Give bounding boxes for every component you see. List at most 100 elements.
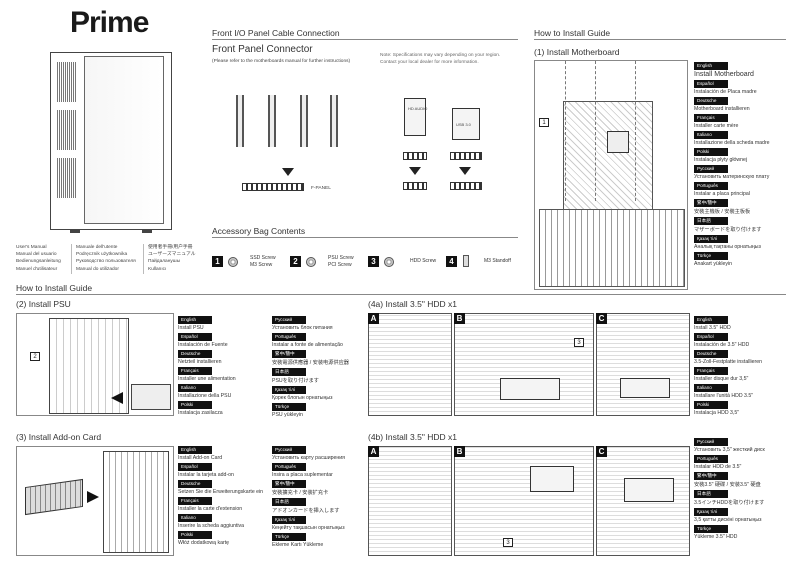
lang-tag: Русский [272, 446, 306, 454]
screw-icon [306, 257, 316, 267]
accessory-text: HDD Screw [410, 258, 437, 264]
lang-text: Installer carte mère [694, 122, 739, 129]
lang-tag: 日本語 [694, 216, 728, 225]
lang-tag: Français [694, 366, 728, 375]
accessory-heading: Accessory Bag Contents [212, 226, 306, 236]
lang-tag: Русский [694, 164, 728, 173]
lang-text: 安裝電源供應器 / 安装电源供应器 [272, 359, 349, 366]
lang-tag: Español [694, 332, 728, 341]
install-guide-heading-left: How to Install Guide [16, 283, 93, 293]
lang-text: Włóż dodatkową kartę [178, 539, 230, 546]
lang-tag: Deutsche [694, 349, 728, 358]
screw-icon [384, 257, 394, 267]
lang-tag: Türkçe [694, 524, 728, 533]
panel-label: C [596, 446, 607, 457]
lang-tag: Português [272, 332, 306, 341]
panel-label: B [454, 313, 465, 324]
motherboard-illustration [534, 60, 688, 290]
usb-label: USB 3.0 [456, 122, 471, 127]
accessory-num: 3 [368, 256, 379, 267]
lang-tag: Español [178, 332, 212, 341]
connector-subtitle: (Please refer to the motherboards manual… [212, 59, 351, 64]
panel-label: A [368, 313, 379, 324]
lang-text: Install Add-on Card [178, 454, 223, 461]
lang-text: 安裝主機板 / 安裝主板板 [694, 208, 751, 215]
panel-label: B [454, 446, 465, 457]
arrow-down-icon [282, 168, 294, 176]
hdd-b-title: (4b) Install 3.5" HDD x1 [368, 432, 457, 442]
lang-tag: Português [694, 454, 728, 463]
lang-tag: Español [694, 79, 728, 88]
lang-text: Inserire la scheda aggiuntiva [178, 522, 245, 529]
brand-title: Prime [70, 6, 149, 39]
callout-number: 1 [539, 118, 549, 127]
lang-text: Қорек блогын орнатыңыз [272, 394, 333, 401]
case-illustration [50, 52, 172, 233]
lang-text: 3.5インチHDDを取り付けます [694, 499, 765, 506]
lang-text: Ekleme Kartı Yükleme [272, 541, 324, 548]
connector-title: Front Panel Connector [212, 44, 313, 55]
lang-tag: Türkçe [272, 402, 306, 411]
lang-tag: Português [694, 181, 728, 190]
lang-text: PSU yükleyin [272, 411, 303, 418]
lang-tag: Français [694, 113, 728, 122]
accessory-text: SSD Screw M3 Screw [250, 255, 276, 268]
lang-text: Instalación de Placa madre [694, 88, 757, 95]
lang-text: Установить 3,5" жесткий диск [694, 446, 765, 453]
lang-text: Motherboard installieren [694, 105, 750, 112]
arrow-down-icon [459, 167, 471, 175]
lang-text: Instalar a placa principal [694, 190, 750, 197]
accessory-num: 1 [212, 256, 223, 267]
lang-tag: Қазақ тілі [272, 515, 306, 524]
screw-icon [228, 257, 238, 267]
lang-text: Installer une alimentation [178, 375, 236, 382]
panel-label: C [596, 313, 607, 324]
lang-tag: Polski [178, 400, 212, 409]
addon-illustration [16, 446, 174, 556]
lang-tag: 日本語 [694, 489, 728, 498]
lang-text: 3.5-Zoll-Festplatte installieren [694, 358, 763, 365]
lang-tag: Deutsche [178, 349, 212, 358]
psu-illustration [16, 313, 174, 416]
fpanel-header [242, 183, 304, 191]
lang-text: Instalar la tarjeta add-on [178, 471, 234, 478]
accessory-num: 2 [290, 256, 301, 267]
region-note: Note: Specifications may vary depending … [380, 53, 501, 66]
lang-text: Установить материнскую плату [694, 173, 770, 180]
lang-tag: 繁中/簡中 [272, 479, 306, 488]
hd-audio-label: HD AUDIO [408, 106, 428, 111]
lang-tag: Italiano [694, 130, 728, 139]
lang-text: 安裝擴充卡 / 安装扩充卡 [272, 489, 329, 496]
lang-text: Netzteil installieren [178, 358, 222, 365]
lang-text: Instalación de 3.5" HDD [694, 341, 750, 348]
lang-tag: 繁中/簡中 [694, 198, 728, 207]
lang-tag: Deutsche [694, 96, 728, 105]
lang-tag: Русский [694, 438, 728, 446]
usb-connector [452, 108, 480, 140]
manual-lang-1: User's Manual Manual del usuario Bedienu… [16, 245, 61, 272]
lang-text: Instalacja HDD 3,5" [694, 409, 740, 416]
hdd-a-title: (4a) Install 3.5" HDD x1 [368, 299, 457, 309]
lang-text: Installazione della PSU [178, 392, 232, 399]
lang-text: PSUを取り付けます [272, 377, 319, 384]
addon-title: (3) Install Add-on Card [16, 432, 102, 442]
lang-text: Кеңейту тақшасын орнатыңыз [272, 524, 345, 531]
lang-text: Install PSU [178, 324, 204, 331]
lang-text: Аналық тақтаны орнатыңыз [694, 243, 761, 250]
lang-tag: Español [178, 462, 212, 471]
lang-text: Установить блок питания [272, 324, 333, 331]
lang-tag: Қазақ тілі [694, 234, 728, 243]
lang-tag: Polski [694, 147, 728, 156]
hd-audio-connector [404, 98, 426, 136]
lang-text: Installer la carte d'extension [178, 505, 243, 512]
callout-number: 2 [30, 352, 40, 361]
lang-text: Install 3.5" HDD [694, 324, 731, 331]
lang-tag: English [694, 316, 728, 324]
lang-tag: 日本語 [272, 497, 306, 506]
lang-tag: Türkçe [694, 251, 728, 260]
mb-title: (1) Install Motherboard [534, 47, 620, 57]
